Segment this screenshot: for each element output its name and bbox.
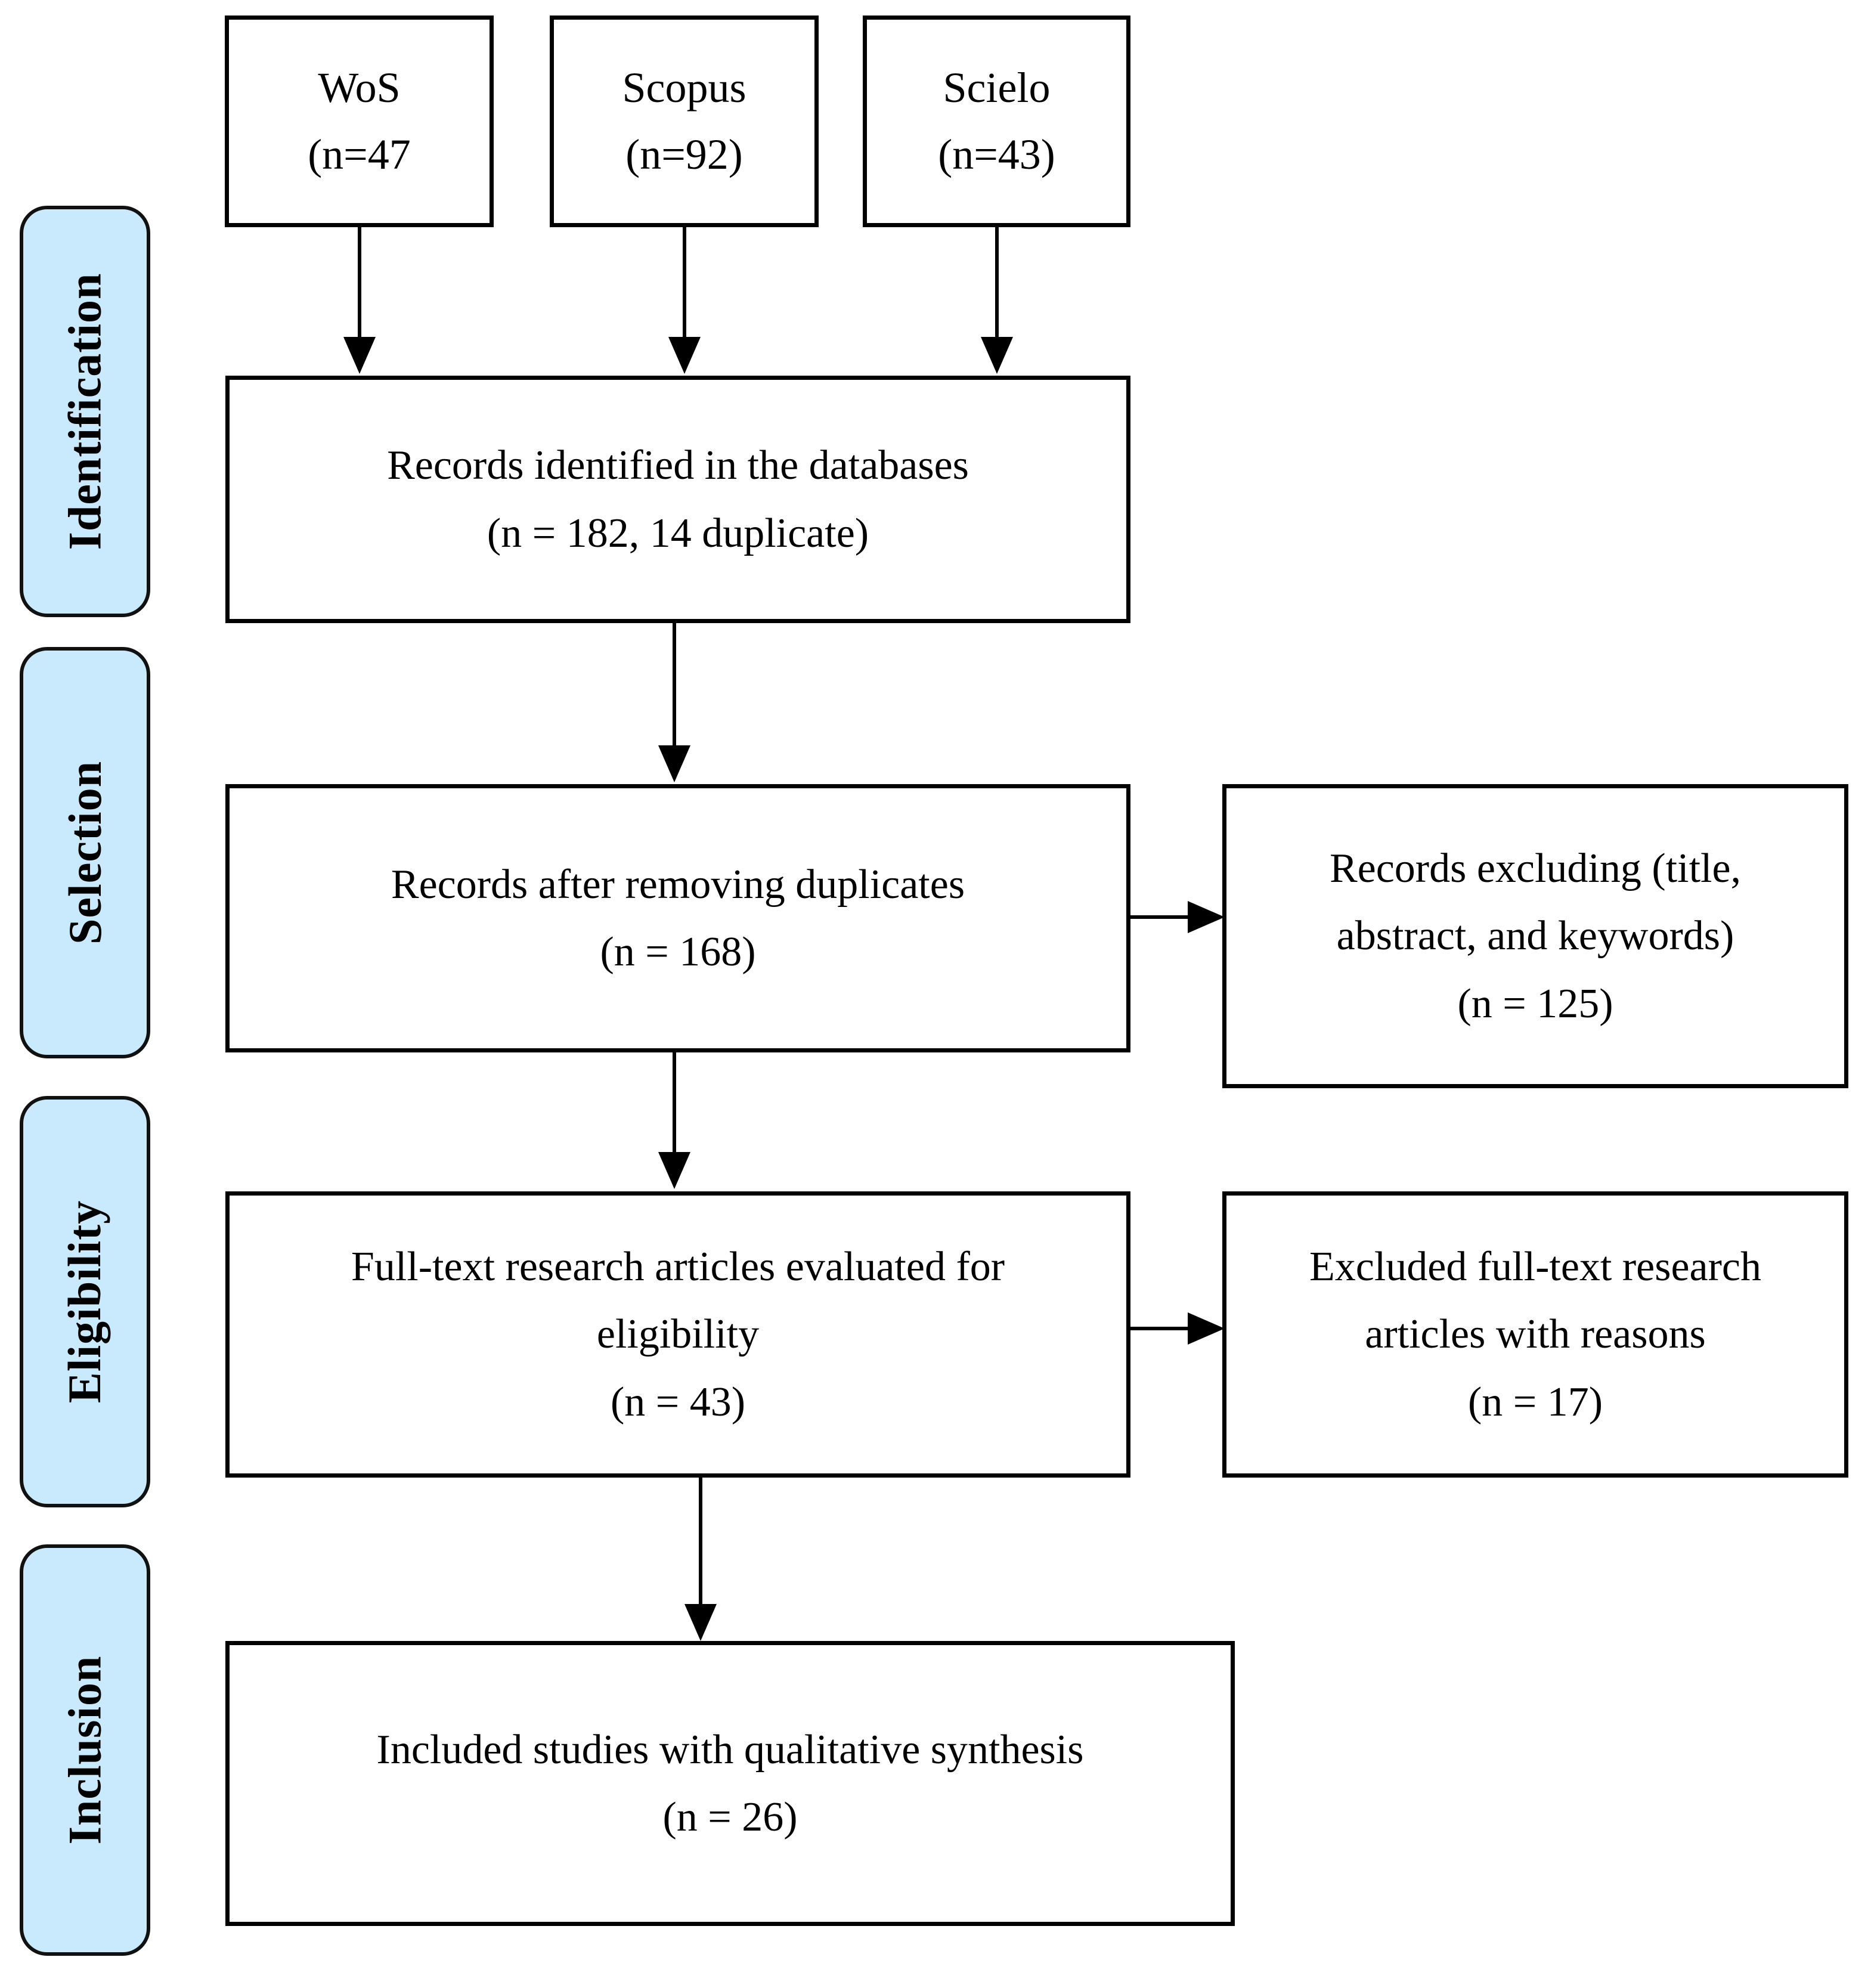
source-name-scopus: Scopus — [622, 63, 746, 112]
box-records-identified: Records identified in the databases (n =… — [225, 376, 1130, 623]
included-line2: (n = 26) — [662, 1794, 798, 1840]
source-count-scielo: (n=43) — [938, 130, 1055, 178]
records-identified-line2: (n = 182, 14 duplicate) — [487, 510, 869, 556]
stage-label-identification: Identification — [58, 273, 111, 550]
included-line1: Included studies with qualitative synthe… — [376, 1726, 1084, 1773]
connector-wos-to-identified — [358, 227, 361, 342]
records-excluded-line3: (n = 125) — [1457, 980, 1613, 1027]
arrowhead-identified-to-dedup — [658, 745, 690, 782]
source-box-wos: WoS (n=47 — [225, 16, 494, 227]
box-fulltext-evaluated: Full-text research articles evaluated fo… — [225, 1191, 1130, 1478]
records-excluded-line1: Records excluding (title, — [1329, 845, 1742, 891]
stage-pill-inclusion: Inclusion — [20, 1544, 150, 1956]
connector-dedup-to-fulltext — [673, 1052, 676, 1154]
source-count-wos: (n=47 — [308, 130, 411, 178]
arrowhead-fulltext-to-excluded — [1188, 1312, 1225, 1345]
source-box-scopus: Scopus (n=92) — [550, 16, 819, 227]
fulltext-excluded-line1: Excluded full-text research — [1309, 1243, 1761, 1290]
source-count-scopus: (n=92) — [625, 130, 743, 178]
fulltext-line3: (n = 43) — [610, 1379, 746, 1425]
records-excluded-line2: abstract, and keywords) — [1336, 913, 1734, 959]
box-records-after-dedup: Records after removing duplicates (n = 1… — [225, 784, 1130, 1052]
stage-pill-identification: Identification — [20, 206, 150, 617]
box-records-excluded: Records excluding (title, abstract, and … — [1222, 784, 1848, 1088]
connector-fulltext-to-excluded — [1130, 1327, 1189, 1330]
box-included-studies: Included studies with qualitative synthe… — [225, 1641, 1235, 1926]
source-name-scielo: Scielo — [943, 63, 1051, 112]
fulltext-excluded-line2: articles with reasons — [1365, 1311, 1706, 1358]
connector-scielo-to-identified — [995, 227, 999, 342]
records-dedup-line2: (n = 168) — [600, 929, 756, 975]
stage-pill-eligibility: Eligibility — [20, 1096, 150, 1507]
fulltext-line2: eligibility — [596, 1311, 760, 1358]
connector-scopus-to-identified — [683, 227, 686, 342]
source-name-wos: WoS — [318, 63, 401, 112]
arrowhead-scielo-to-identified — [981, 337, 1013, 374]
connector-dedup-to-excluded — [1130, 915, 1189, 919]
stage-pill-selection: Selection — [20, 647, 150, 1058]
box-fulltext-excluded: Excluded full-text research articles wit… — [1222, 1191, 1848, 1478]
connector-identified-to-dedup — [673, 623, 676, 748]
stage-label-selection: Selection — [58, 761, 111, 945]
fulltext-line1: Full-text research articles evaluated fo… — [351, 1243, 1005, 1290]
records-dedup-line1: Records after removing duplicates — [391, 861, 965, 908]
arrowhead-wos-to-identified — [343, 337, 376, 374]
stage-label-eligibility: Eligibility — [58, 1200, 111, 1404]
arrowhead-scopus-to-identified — [668, 337, 701, 374]
fulltext-excluded-line3: (n = 17) — [1467, 1379, 1603, 1425]
arrowhead-dedup-to-excluded — [1188, 901, 1225, 933]
arrowhead-dedup-to-fulltext — [658, 1152, 690, 1189]
stage-label-inclusion: Inclusion — [58, 1655, 111, 1845]
arrowhead-fulltext-to-included — [684, 1604, 717, 1641]
source-box-scielo: Scielo (n=43) — [863, 16, 1130, 227]
connector-fulltext-to-included — [699, 1478, 702, 1606]
records-identified-line1: Records identified in the databases — [387, 442, 969, 489]
